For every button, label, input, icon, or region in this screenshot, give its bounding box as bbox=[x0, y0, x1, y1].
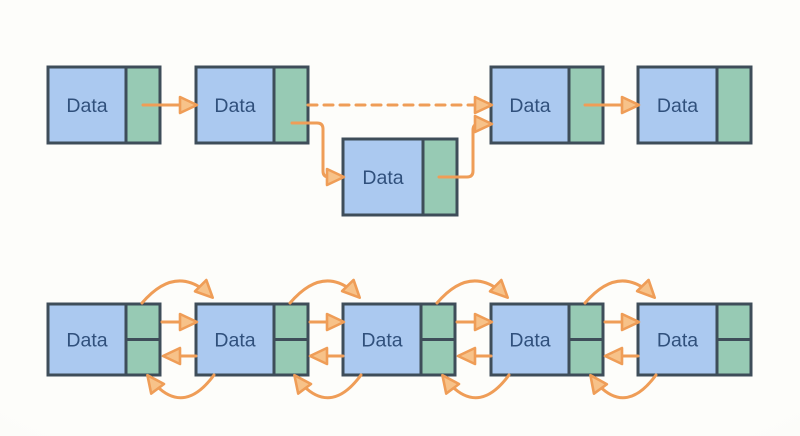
node-label: Data bbox=[214, 329, 255, 351]
forward-arc-4-path bbox=[583, 279, 647, 305]
forward-arc-1-arrowhead-icon bbox=[193, 278, 215, 300]
backward-arc-1-arrowhead-icon bbox=[146, 373, 166, 395]
forward-arc-4 bbox=[583, 278, 656, 305]
list-node: Data bbox=[194, 65, 310, 145]
backward-arc-3-arrowhead-icon bbox=[441, 373, 461, 395]
forward-next-arrow-1 bbox=[160, 312, 199, 332]
node-label: Data bbox=[657, 95, 698, 117]
prev-pointer-cell bbox=[124, 338, 162, 377]
list-node: Data bbox=[46, 302, 162, 377]
backward-prev-arrow-4 bbox=[603, 346, 640, 366]
list-node: Data bbox=[341, 137, 459, 217]
rerouted-next-elbow-arrow-path bbox=[290, 121, 331, 179]
forward-next-arrow-2-arrowhead-icon bbox=[325, 312, 346, 332]
next-arrow-1-arrowhead-icon bbox=[178, 95, 199, 115]
list-node: Data bbox=[489, 302, 605, 377]
forward-arc-1 bbox=[140, 278, 215, 305]
backward-arc-4-arrowhead-icon bbox=[589, 373, 609, 395]
backward-prev-arrow-3 bbox=[456, 346, 493, 366]
forward-arc-3-path bbox=[435, 279, 500, 305]
doubly-linked-list: Data Data Data Data Data bbox=[46, 278, 753, 400]
list-node: Data bbox=[636, 302, 753, 377]
forward-next-arrow-4-arrowhead-icon bbox=[620, 312, 641, 332]
backward-prev-arrow-3-arrowhead-icon bbox=[456, 346, 477, 366]
next-pointer-cell bbox=[419, 302, 457, 341]
rerouted-next-elbow-arrow-arrowhead-icon bbox=[325, 167, 346, 187]
forward-next-arrow-4 bbox=[603, 312, 641, 332]
next-pointer-cell bbox=[124, 302, 162, 341]
node-label: Data bbox=[362, 167, 403, 189]
prev-pointer-cell bbox=[715, 338, 753, 377]
backward-arc-1-path bbox=[155, 373, 216, 400]
node-label: Data bbox=[509, 329, 550, 351]
forward-next-arrow-2 bbox=[308, 312, 346, 332]
backward-arc-2-path bbox=[302, 373, 363, 400]
next-pointer-cell bbox=[715, 302, 753, 341]
next-arrow-2 bbox=[583, 95, 641, 115]
backward-arc-2 bbox=[293, 373, 363, 400]
node-label: Data bbox=[66, 329, 107, 351]
backward-arc-3-path bbox=[450, 373, 511, 400]
node-label: Data bbox=[657, 329, 698, 351]
backward-arc-3 bbox=[441, 373, 511, 400]
backward-prev-arrow-1-arrowhead-icon bbox=[161, 346, 182, 366]
forward-arc-3-arrowhead-icon bbox=[488, 278, 510, 300]
rerouted-next-elbow-arrow bbox=[290, 121, 346, 187]
forward-arc-3 bbox=[435, 278, 510, 305]
backward-prev-arrow-4-arrowhead-icon bbox=[603, 346, 624, 366]
forward-next-arrow-1-arrowhead-icon bbox=[178, 312, 199, 332]
inserted-node-next-elbow-arrow bbox=[437, 114, 494, 179]
forward-arc-2-arrowhead-icon bbox=[340, 278, 361, 300]
next-pointer-cell bbox=[567, 302, 605, 341]
old-next-dashed-arrow-arrowhead-icon bbox=[473, 95, 494, 115]
node-label: Data bbox=[66, 95, 107, 117]
next-arrow-2-arrowhead-icon bbox=[620, 95, 641, 115]
prev-pointer-cell bbox=[272, 338, 310, 377]
inserted-node-next-elbow-arrow-arrowhead-icon bbox=[473, 114, 494, 134]
node-label: Data bbox=[361, 329, 402, 351]
node-label: Data bbox=[214, 95, 255, 117]
backward-arc-2-arrowhead-icon bbox=[293, 373, 313, 395]
prev-pointer-cell bbox=[567, 338, 605, 377]
backward-prev-arrow-2 bbox=[308, 346, 345, 366]
backward-arc-4-path bbox=[597, 373, 658, 400]
list-node: Data bbox=[636, 65, 753, 145]
forward-next-arrow-3 bbox=[455, 312, 494, 332]
backward-arc-1 bbox=[146, 373, 216, 400]
forward-next-arrow-3-arrowhead-icon bbox=[473, 312, 494, 332]
backward-prev-arrow-2-arrowhead-icon bbox=[308, 346, 329, 366]
old-next-dashed-arrow bbox=[306, 95, 494, 115]
list-node: Data bbox=[341, 302, 457, 377]
prev-pointer-cell bbox=[419, 338, 457, 377]
backward-arc-4 bbox=[589, 373, 658, 400]
list-node: Data bbox=[194, 302, 310, 377]
node-label: Data bbox=[509, 95, 550, 117]
next-arrow-1 bbox=[141, 95, 199, 115]
list-node: Data bbox=[46, 65, 162, 145]
backward-prev-arrow-1 bbox=[161, 346, 198, 366]
forward-arc-1-path bbox=[140, 279, 205, 305]
next-pointer-cell bbox=[272, 302, 310, 341]
pointer-cell bbox=[715, 65, 753, 145]
pointer-cell bbox=[272, 65, 310, 145]
forward-arc-4-arrowhead-icon bbox=[635, 278, 656, 300]
forward-arc-2-path bbox=[288, 279, 352, 305]
forward-arc-2 bbox=[288, 278, 361, 305]
